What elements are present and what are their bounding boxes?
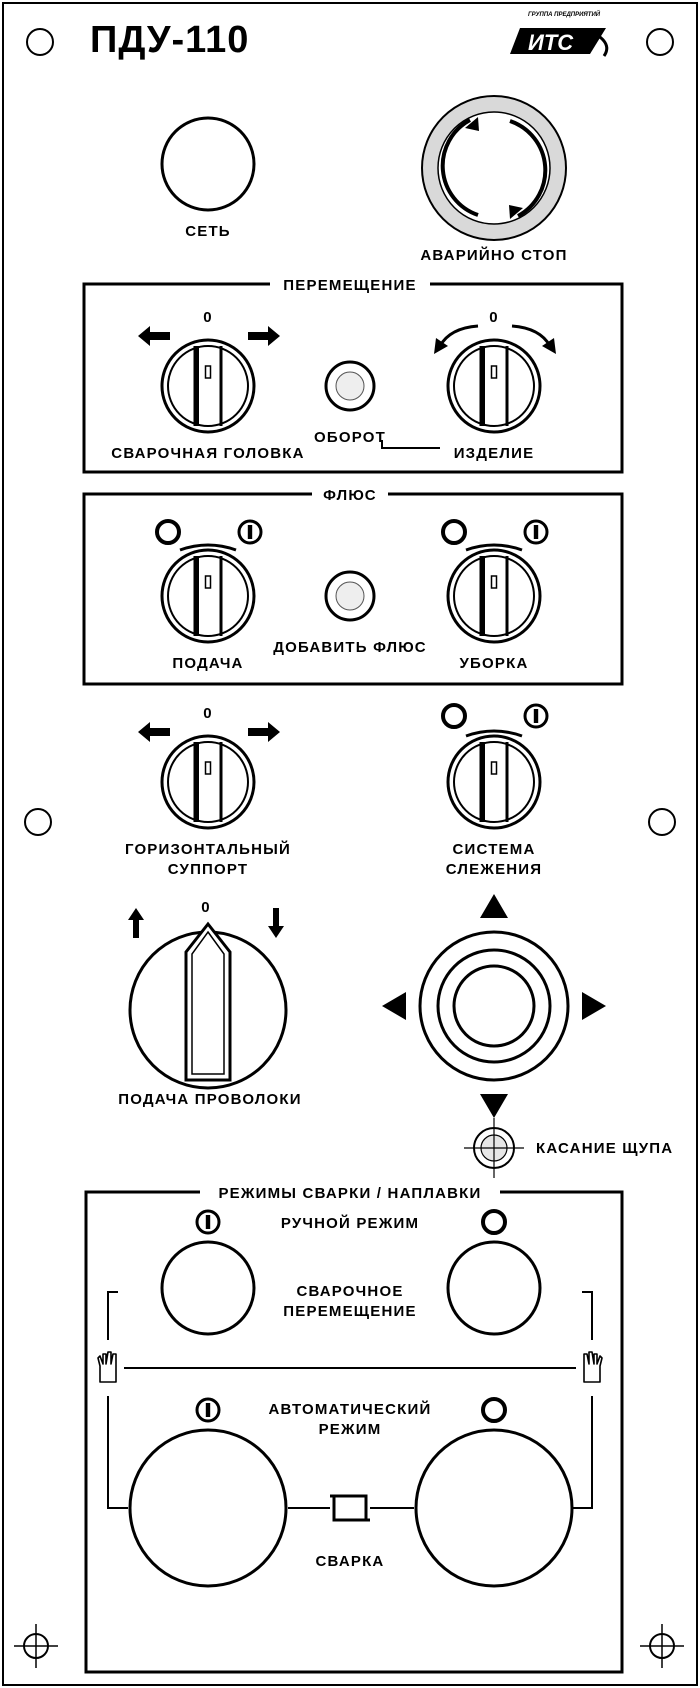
tracking-label-line2: СЛЕЖЕНИЯ	[446, 861, 543, 878]
welding-modes-title: РЕЖИМЫ СВАРКИ / НАПЛАВКИ	[218, 1185, 481, 1202]
off-icon	[441, 519, 467, 545]
arrow-up-icon	[128, 908, 144, 938]
flux-feed-selector[interactable]	[160, 548, 256, 644]
off-icon	[441, 703, 467, 729]
flux-title: ФЛЮС	[323, 487, 377, 504]
item-zero-label: 0	[489, 309, 499, 326]
off-icon	[155, 519, 181, 545]
head-zero-label: 0	[203, 309, 213, 326]
turn-indicator-button[interactable]	[324, 360, 376, 412]
off-icon	[481, 1209, 507, 1235]
add-flux-label: ДОБАВИТЬ ФЛЮС	[273, 639, 427, 656]
horizontal-support-selector[interactable]	[160, 734, 256, 830]
turn-label: ОБОРОТ	[314, 429, 386, 446]
emergency-stop-label: АВАРИЙНО СТОП	[420, 246, 567, 264]
item-rotation-selector[interactable]	[446, 338, 542, 434]
joystick-left-icon	[382, 992, 406, 1020]
tracking-label-line1: СИСТЕМА	[453, 841, 536, 858]
auto-weld-start-button[interactable]	[128, 1428, 288, 1588]
arrow-left-icon	[138, 326, 170, 346]
wire-zero-label: 0	[201, 899, 211, 916]
on-icon	[523, 519, 549, 545]
weld-label: СВАРКА	[316, 1553, 385, 1570]
hsupport-zero-label: 0	[203, 705, 213, 722]
mount-hole-mid-left	[24, 808, 52, 836]
welding-head-label: СВАРОЧНАЯ ГОЛОВКА	[111, 445, 304, 462]
welding-head-selector[interactable]	[160, 338, 256, 434]
turn-link-line	[381, 440, 440, 449]
flux-cleanup-selector[interactable]	[446, 548, 542, 644]
probe-label: КАСАНИЕ ЩУПА	[536, 1140, 673, 1157]
mount-hole-top-left	[26, 28, 54, 56]
logo-text: ИТС	[528, 30, 574, 55]
arrow-down-icon	[268, 908, 284, 938]
joystick[interactable]	[418, 930, 570, 1082]
auto-weld-stop-button[interactable]	[414, 1428, 574, 1588]
on-icon	[523, 703, 549, 729]
welding-interlock-icon	[330, 1494, 370, 1522]
item-label: ИЗДЕЛИЕ	[454, 445, 535, 462]
power-button[interactable]	[160, 116, 256, 212]
manual-mode-label: РУЧНОЙ РЕЖИМ	[281, 1214, 419, 1232]
arrow-left-icon	[138, 722, 170, 742]
add-flux-button[interactable]	[324, 570, 376, 622]
logo-caption: ГРУППА ПРЕДПРИЯТИЙ	[528, 10, 601, 18]
joystick-down-icon	[480, 1094, 508, 1118]
mount-hole-top-right	[646, 28, 674, 56]
wire-feed-label: ПОДАЧА ПРОВОЛОКИ	[118, 1091, 302, 1108]
auto-mode-label-line1: АВТОМАТИЧЕСКИЙ	[269, 1400, 432, 1418]
arrow-right-icon	[248, 326, 280, 346]
auto-mode-label-line2: РЕЖИМ	[319, 1421, 382, 1438]
on-icon	[237, 519, 263, 545]
off-icon	[481, 1397, 507, 1423]
flux-feed-label: ПОДАЧА	[172, 655, 243, 672]
weld-move-label-line1: СВАРОЧНОЕ	[296, 1283, 403, 1300]
wire-feed-selector[interactable]	[128, 921, 288, 1090]
two-hand-left-icon	[97, 1351, 117, 1383]
hsupport-label-line1: ГОРИЗОНТАЛЬНЫЙ	[125, 840, 291, 858]
on-icon	[195, 1397, 221, 1423]
weld-move-start-button[interactable]	[160, 1240, 256, 1336]
movement-title: ПЕРЕМЕЩЕНИЕ	[283, 277, 416, 294]
company-logo: ГРУППА ПРЕДПРИЯТИЙ ИТС	[510, 10, 609, 57]
joystick-up-icon	[480, 894, 508, 918]
joystick-right-icon	[582, 992, 606, 1020]
arrow-right-icon	[248, 722, 280, 742]
power-label: СЕТЬ	[185, 223, 231, 240]
two-hand-right-icon	[583, 1351, 603, 1383]
probe-indicator	[464, 1118, 524, 1178]
emergency-stop-button[interactable]	[421, 95, 567, 241]
hsupport-label-line2: СУППОРТ	[168, 861, 249, 878]
tracking-system-selector[interactable]	[446, 734, 542, 830]
weld-move-stop-button[interactable]	[446, 1240, 542, 1336]
weld-move-label-line2: ПЕРЕМЕЩЕНИЕ	[283, 1303, 416, 1320]
mount-hole-mid-right	[648, 808, 676, 836]
panel-title: ПДУ-110	[90, 19, 249, 61]
on-icon	[195, 1209, 221, 1235]
flux-cleanup-label: УБОРКА	[460, 655, 529, 672]
